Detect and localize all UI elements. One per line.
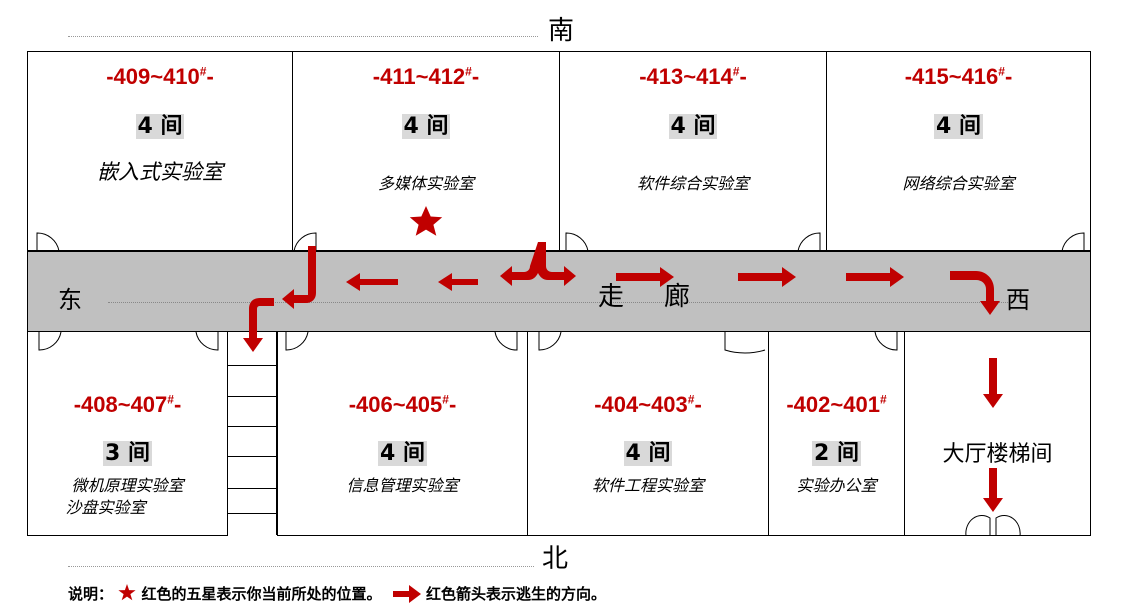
door-icon bbox=[995, 514, 1021, 537]
arrow-icon bbox=[950, 271, 1000, 315]
room-code: -402~401# bbox=[786, 392, 887, 417]
room-code: -408~407#- bbox=[73, 392, 182, 417]
arrow-icon bbox=[346, 273, 398, 291]
star-icon bbox=[118, 584, 136, 601]
room-count: 2 间 bbox=[812, 441, 861, 466]
arrow-icon bbox=[438, 273, 478, 291]
door-icon bbox=[797, 232, 821, 252]
room-404-403: -404~403#- 4 间 软件工程实验室 bbox=[527, 331, 769, 536]
door-icon bbox=[285, 331, 309, 351]
arrow-icon bbox=[983, 468, 1003, 512]
room-name: 嵌入式实验室 bbox=[97, 160, 223, 184]
north-dotted-line bbox=[68, 566, 534, 567]
room-code: -413~414#- bbox=[639, 64, 747, 89]
arrow-icon bbox=[243, 298, 274, 352]
door-icon bbox=[38, 331, 62, 351]
arrow-icon bbox=[392, 585, 421, 603]
door-icon bbox=[195, 331, 219, 351]
corridor-dotted-line bbox=[108, 302, 1008, 303]
stairwell bbox=[227, 332, 277, 535]
room-402-401: -402~401# 2 间 实验办公室 bbox=[768, 331, 905, 536]
north-label: 北 bbox=[542, 544, 569, 574]
room-code: -406~405#- bbox=[348, 392, 457, 417]
south-dotted-line bbox=[68, 36, 538, 37]
room-code: -415~416#- bbox=[904, 64, 1013, 89]
stair-step bbox=[228, 456, 276, 457]
door-icon bbox=[565, 232, 589, 252]
east-label: 东 bbox=[58, 286, 82, 314]
stair-step bbox=[228, 365, 276, 366]
corridor-label-1: 走 bbox=[598, 282, 625, 312]
corridor-label-2: 廊 bbox=[664, 282, 691, 312]
stair-step bbox=[228, 513, 276, 514]
corridor bbox=[27, 251, 1091, 332]
arrow-icon bbox=[983, 358, 1003, 408]
arrow-icon bbox=[500, 242, 576, 286]
west-label: 西 bbox=[1006, 286, 1030, 314]
room-count: 4 间 bbox=[623, 441, 673, 466]
legend-star-text: 红色的五星表示你当前所处的位置。 bbox=[141, 585, 382, 603]
room-name: 实验办公室 bbox=[796, 476, 877, 495]
room-count: 4 间 bbox=[401, 114, 451, 139]
room-count: 4 间 bbox=[378, 441, 427, 466]
room-409-410: -409~410#- 4 间 嵌入式实验室 bbox=[27, 51, 293, 251]
arrow-icon bbox=[738, 267, 796, 287]
star-icon bbox=[409, 206, 443, 236]
room-code: -409~410#- bbox=[106, 64, 214, 89]
arrow-icon bbox=[282, 246, 316, 309]
room-name: 信息管理实验室 bbox=[346, 476, 459, 495]
door-icon bbox=[965, 514, 991, 537]
door-icon bbox=[36, 232, 60, 252]
room-code: -411~412#- bbox=[372, 64, 480, 89]
room-413-414: -413~414#- 4 间 软件综合实验室 bbox=[559, 51, 827, 251]
south-label: 南 bbox=[548, 16, 575, 46]
hall-stairwell: 大厅楼梯间 bbox=[904, 331, 1091, 536]
room-count: 3 间 bbox=[103, 441, 152, 466]
door-icon bbox=[724, 332, 766, 354]
arrow-icon bbox=[616, 267, 674, 287]
room-406-405: -406~405#- 4 间 信息管理实验室 bbox=[277, 331, 528, 536]
door-icon bbox=[1061, 232, 1085, 252]
room-code: -404~403#- bbox=[594, 392, 702, 417]
door-icon bbox=[293, 232, 317, 252]
room-415-416: -415~416#- 4 间 网络综合实验室 bbox=[826, 51, 1091, 251]
room-408-407: -408~407#- 3 间 微机原理实验室 沙盘实验室 bbox=[27, 331, 228, 536]
door-icon bbox=[538, 331, 562, 351]
room-count: 4 间 bbox=[668, 114, 718, 139]
hall-name: 大厅楼梯间 bbox=[942, 442, 1053, 467]
door-icon bbox=[874, 331, 898, 351]
legend-arrow-text: 红色箭头表示逃生的方向。 bbox=[425, 585, 606, 603]
stair-step bbox=[228, 396, 276, 397]
room-name: 软件综合实验室 bbox=[636, 174, 749, 193]
arrow-icon bbox=[846, 267, 904, 287]
room-name: 网络综合实验室 bbox=[902, 174, 1015, 193]
room-name: 多媒体实验室 bbox=[377, 174, 474, 193]
legend: 说明： 红色的五星表示你当前所处的位置。 红色箭头表示逃生的方向。 bbox=[68, 583, 606, 604]
legend-prefix: 说明： bbox=[68, 585, 114, 603]
room-name: 软件工程实验室 bbox=[591, 476, 704, 495]
room-name: 微机原理实验室 bbox=[71, 476, 184, 495]
room-count: 4 间 bbox=[135, 114, 185, 139]
room-name-2: 沙盘实验室 bbox=[65, 498, 146, 517]
stair-step bbox=[228, 488, 276, 489]
door-icon bbox=[494, 331, 518, 351]
stair-step bbox=[228, 426, 276, 427]
room-411-412: -411~412#- 4 间 多媒体实验室 bbox=[292, 51, 560, 251]
room-count: 4 间 bbox=[934, 114, 983, 139]
